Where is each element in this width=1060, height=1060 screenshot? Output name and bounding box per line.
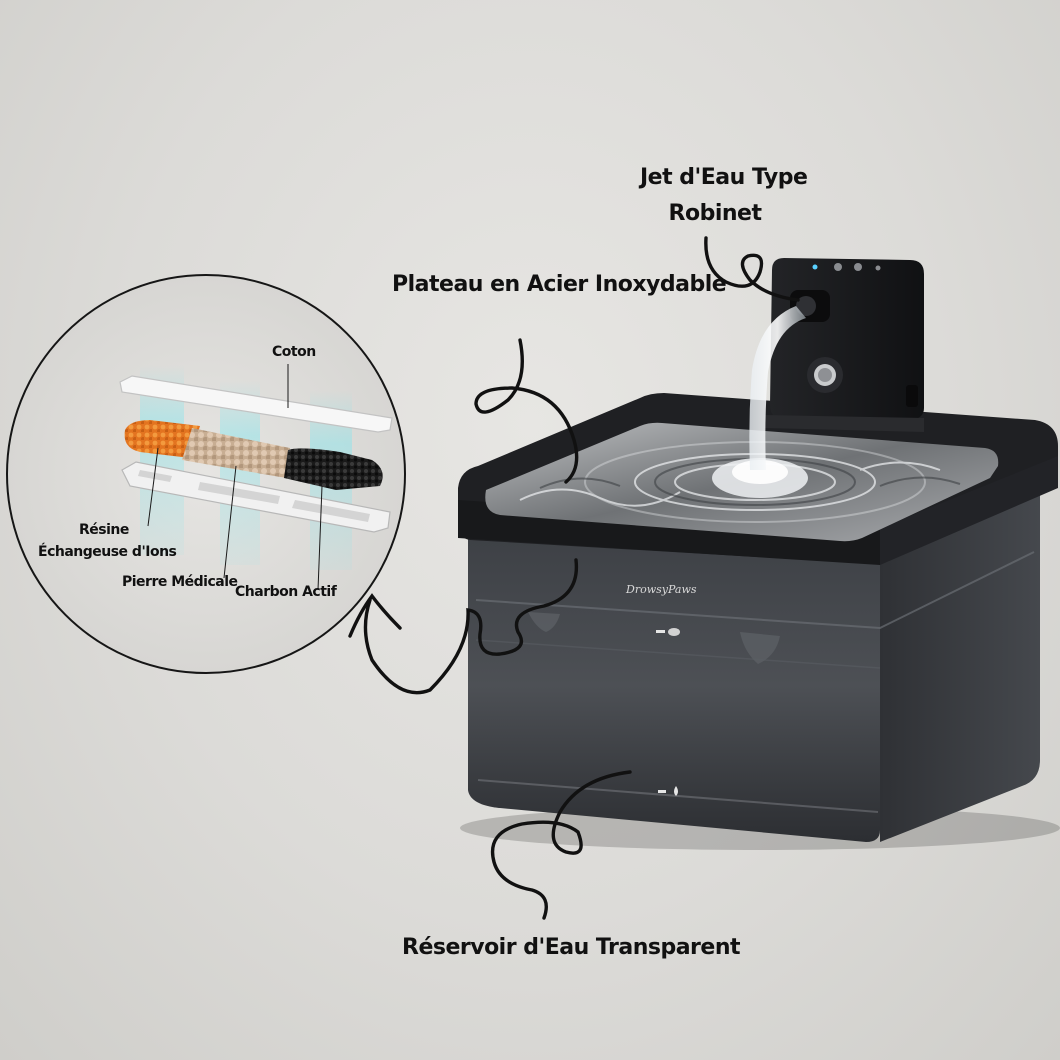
annotation-arrows bbox=[348, 236, 800, 920]
faucet-jet-label-line2: Robinet bbox=[668, 201, 762, 226]
reservoir-pointer-arrow bbox=[490, 770, 632, 920]
resin-label-line2: Échangeuse d'Ions bbox=[38, 544, 177, 560]
pet-water-fountain bbox=[458, 258, 1060, 850]
mode-button-icon bbox=[834, 263, 842, 271]
tray-pointer-arrow bbox=[474, 338, 579, 484]
cotton-layer bbox=[119, 375, 393, 433]
faucet-jet-label: Jet d'Eau Type Robinet bbox=[640, 160, 808, 232]
resin-label-line1: Résine bbox=[79, 522, 129, 538]
pump-unit bbox=[770, 258, 924, 420]
filter-detail-inset bbox=[6, 274, 406, 674]
water-reservoir bbox=[468, 530, 880, 842]
reservoir-label: Réservoir d'Eau Transparent bbox=[402, 935, 741, 960]
brand-logo: DrowsyPaws bbox=[626, 583, 697, 596]
medical-stone bbox=[182, 428, 290, 478]
filter-pointer-arrow bbox=[363, 558, 579, 695]
light-button-icon bbox=[854, 263, 862, 271]
battery-icon bbox=[668, 628, 680, 636]
cotton-label: Coton bbox=[272, 344, 316, 360]
water-jet bbox=[749, 306, 806, 470]
ion-exchange-resin bbox=[124, 420, 200, 458]
jet-pointer-arrow bbox=[704, 236, 800, 302]
medical-stone-label: Pierre Médicale bbox=[122, 574, 238, 590]
activated-carbon-label: Charbon Actif bbox=[235, 584, 337, 600]
steel-tray-label: Plateau en Acier Inoxydable bbox=[392, 272, 727, 297]
activated-carbon bbox=[284, 448, 383, 490]
water-drop-icon bbox=[674, 786, 678, 796]
power-indicator-icon bbox=[812, 264, 818, 270]
faucet-jet-label-line1: Jet d'Eau Type bbox=[640, 165, 808, 190]
